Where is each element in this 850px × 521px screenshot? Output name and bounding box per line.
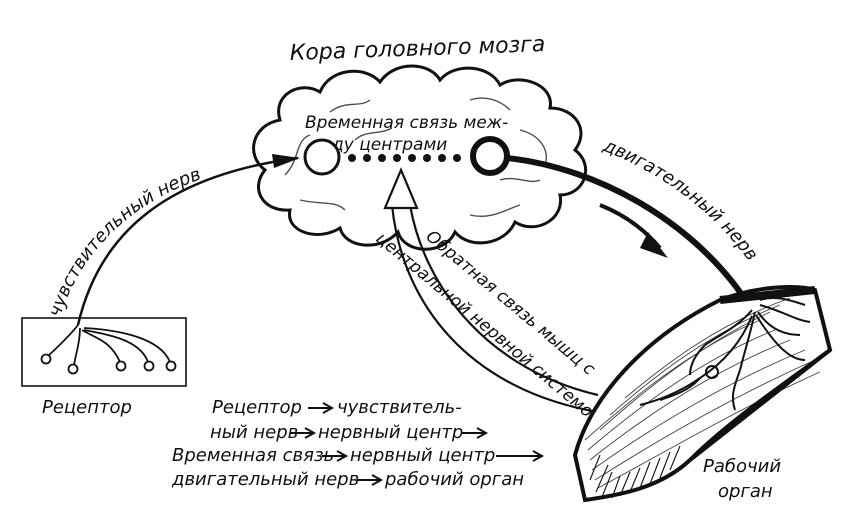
sensory-center xyxy=(303,138,341,176)
chain-arrow-icon xyxy=(496,450,545,462)
chain-line2-a: ный нерв xyxy=(210,422,298,443)
chain-line1-b: чувствитель- xyxy=(337,397,462,418)
chain-line1-a: Рецептор xyxy=(212,397,302,418)
chain-arrow-icon xyxy=(462,427,489,439)
cortex-label: Кора головного мозга xyxy=(289,32,545,66)
feedback-arrow-icon xyxy=(383,167,419,210)
chain-line2-b: нервный центр xyxy=(318,422,463,443)
receptor-label: Рецептор xyxy=(42,397,132,418)
chain-line3-a: Временная связь xyxy=(172,445,334,466)
receptor-endings xyxy=(40,324,177,375)
dotted-temporary-link xyxy=(348,154,461,162)
motor-center xyxy=(470,136,510,176)
motor-nerve-endings xyxy=(639,296,811,411)
temporary-link-line2: ду центрами xyxy=(331,135,447,155)
sensory-nerve-label: чувствительный нерв xyxy=(45,164,204,320)
chain-arrow-icon xyxy=(357,474,384,486)
feedback-pathway xyxy=(383,167,599,414)
chain-line4-a: двигательный нерв xyxy=(171,469,359,490)
chain-description: Рецептор чувствитель- ный нерв нервный ц… xyxy=(171,397,545,490)
receptor-box xyxy=(21,317,187,387)
organ-label-line2: орган xyxy=(718,481,773,502)
chain-arrow-icon xyxy=(290,427,317,439)
motor-arrow-icon xyxy=(640,232,668,258)
sensory-nerve-line xyxy=(76,156,299,326)
chain-arrow-icon xyxy=(322,450,349,462)
muscle-organ xyxy=(572,285,833,503)
sensory-arrow-icon xyxy=(272,154,300,168)
temporary-link-line1: Временная связь меж- xyxy=(305,113,508,133)
chain-line4-b: рабочий орган xyxy=(384,469,524,490)
motor-nerve-label: двигательный нерв xyxy=(599,135,762,265)
motor-nerve-line xyxy=(506,155,755,312)
organ-label-line1: Рабочий xyxy=(703,456,781,477)
chain-arrow-icon xyxy=(308,402,335,414)
brain-cortex-cloud xyxy=(252,64,588,251)
chain-line3-b: нервный центр xyxy=(350,445,495,466)
